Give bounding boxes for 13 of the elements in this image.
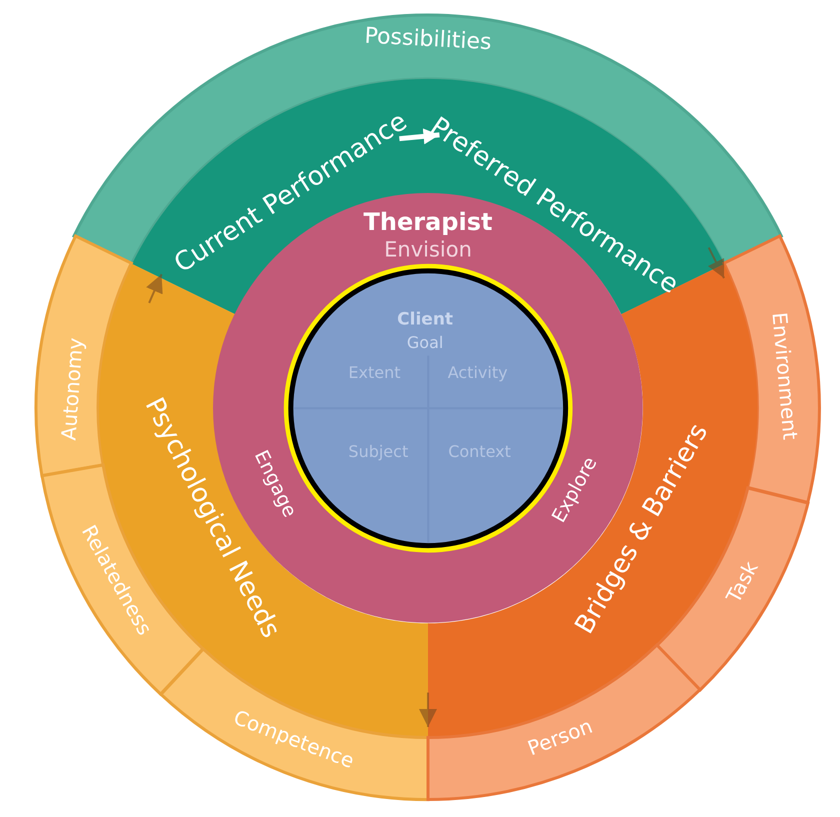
- circle-heading: Client: [397, 310, 454, 330]
- arrow: [419, 692, 437, 727]
- segment-label: Possibilities: [364, 24, 492, 56]
- arrow: [399, 128, 440, 144]
- circle-label: Envision: [384, 238, 472, 262]
- segment-label: Autonomy: [57, 336, 86, 441]
- arrow: [146, 274, 163, 304]
- arrow: [708, 247, 725, 279]
- segment-label: Environment: [768, 312, 802, 442]
- segment-label: Person: [524, 715, 596, 760]
- segment-label: Task: [722, 558, 762, 606]
- circle-heading: Therapist: [364, 208, 492, 235]
- circle-label: Goal: [406, 334, 444, 352]
